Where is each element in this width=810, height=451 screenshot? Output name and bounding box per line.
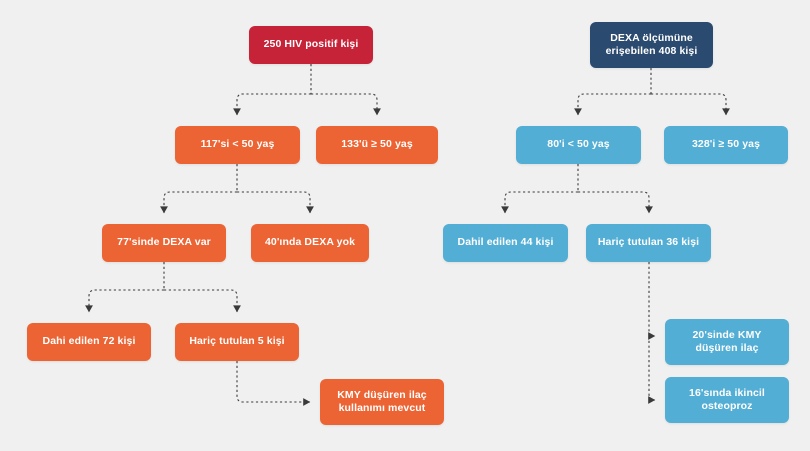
node-250-hiv-positif[interactable]: 250 HIV positif kişi — [249, 26, 373, 64]
connector-n12-n13 — [236, 361, 311, 406]
node-80-under-50[interactable]: 80'i < 50 yaş — [516, 126, 641, 164]
node-117-under-50[interactable]: 117'si < 50 yaş — [175, 126, 300, 164]
node-40-dexa-yok[interactable]: 40'ında DEXA yok — [251, 224, 369, 262]
connector-n7-n12 — [164, 289, 241, 313]
connector-n2-n6 — [651, 93, 730, 116]
node-dahi-edilen-72[interactable]: Dahi edilen 72 kişi — [27, 323, 151, 361]
node-dexa-olcumune-408[interactable]: DEXA ölçümüne erişebilen 408 kişi — [590, 22, 713, 68]
node-dahil-edilen-44[interactable]: Dahil edilen 44 kişi — [443, 224, 568, 262]
connector-n3-n7 — [160, 191, 237, 214]
connector-n1-n3 — [233, 93, 311, 116]
connector-n2-n5 — [574, 93, 651, 116]
node-20-kmy-dusuren-ilac[interactable]: 20'sinde KMY düşüren ilaç — [665, 319, 789, 365]
connector-n3-n8 — [237, 191, 314, 214]
node-haric-tutulan-36[interactable]: Hariç tutulan 36 kişi — [586, 224, 711, 262]
connector-n7-n11 — [85, 289, 164, 313]
node-77-dexa-var[interactable]: 77'sinde DEXA var — [102, 224, 226, 262]
node-328-over-50[interactable]: 328'i ≥ 50 yaş — [664, 126, 788, 164]
node-133-over-50[interactable]: 133'ü ≥ 50 yaş — [316, 126, 438, 164]
connector-n5-n10 — [578, 191, 653, 214]
node-kmy-dusuren-ilac-kullanimi[interactable]: KMY düşüren ilaç kullanımı mevcut — [320, 379, 444, 425]
node-16-ikincil-osteoproz[interactable]: 16'sında ikincil osteoproz — [665, 377, 789, 423]
connector-n10-n15 — [648, 336, 656, 404]
connector-n10-n14 — [648, 262, 656, 340]
connector-n1-n4 — [311, 93, 381, 116]
connector-n5-n9 — [501, 191, 578, 214]
node-haric-tutulan-5[interactable]: Hariç tutulan 5 kişi — [175, 323, 299, 361]
